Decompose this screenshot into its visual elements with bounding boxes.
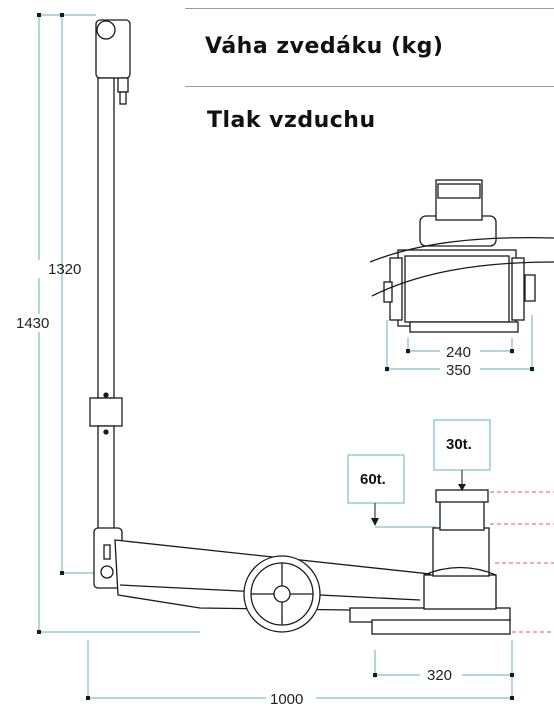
label-bg-240 bbox=[440, 343, 480, 359]
weight-heading: Váha zvedáku (kg) bbox=[205, 34, 444, 59]
capacity-label-30t: 30t. bbox=[446, 436, 472, 453]
label-bg-1430 bbox=[14, 314, 50, 332]
dim-label-1000: 1000 bbox=[270, 691, 303, 708]
capacity-box-30t bbox=[433, 419, 491, 471]
jack-side-view bbox=[89, 19, 511, 635]
dim-label-320: 320 bbox=[427, 667, 452, 684]
label-bg-1320 bbox=[24, 260, 50, 278]
dim-label-240: 240 bbox=[446, 344, 471, 361]
arrow-head-30t bbox=[458, 484, 466, 491]
dim-label-1320: 1320 bbox=[48, 261, 81, 278]
jack-front-view bbox=[383, 179, 536, 333]
hose-curves bbox=[369, 237, 554, 297]
label-bg-350 bbox=[440, 361, 480, 377]
capacity-box-60t bbox=[347, 454, 405, 504]
capacity-label-60t: 60t. bbox=[360, 471, 386, 488]
level-lines bbox=[490, 491, 554, 633]
dim-label-1430: 1430 bbox=[16, 315, 49, 332]
label-bg-1000 bbox=[266, 690, 316, 708]
arrow-head-60t bbox=[371, 518, 379, 526]
air-pressure-heading: Tlak vzduchu bbox=[207, 108, 376, 133]
top-rule bbox=[185, 8, 554, 9]
mid-rule bbox=[185, 86, 554, 87]
label-bg-320 bbox=[420, 665, 462, 683]
dim-label-350: 350 bbox=[446, 362, 471, 379]
dimension-dots bbox=[37, 13, 534, 700]
